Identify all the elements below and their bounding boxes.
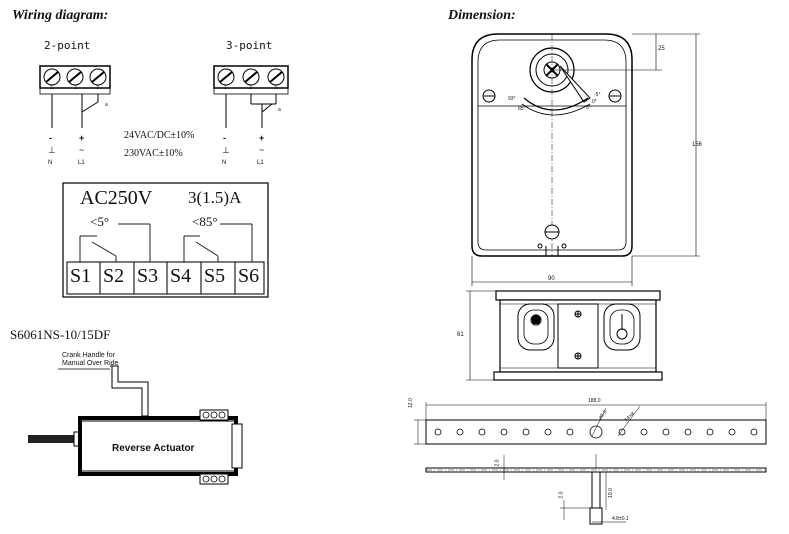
crank-label-line-1: Crank Handle for	[62, 352, 115, 359]
two-point-sign-plus: +	[79, 133, 85, 143]
bracket-stud-width: 4.8±0.1	[612, 516, 629, 522]
dim-depth: 61	[457, 332, 464, 338]
three-point-line-n: N	[222, 160, 227, 166]
three-point-terminal-3: 3	[274, 85, 277, 91]
angle-label-0: 0°	[592, 99, 597, 105]
model-number: S6061NS-10/15DF	[10, 327, 111, 342]
two-point-line-n: N	[48, 160, 53, 166]
terminal-screw-3	[267, 68, 285, 86]
aux-terminal-s5: S5	[204, 265, 226, 287]
terminal-screw-1	[43, 68, 61, 86]
angle-label-93: 93°	[508, 96, 516, 102]
three-point-title: 3-point	[226, 39, 273, 52]
wiring-diagram-header: Wiring diagram:	[12, 8, 109, 23]
bracket-thickness: 2.0	[494, 459, 501, 467]
bracket-length: 188.0	[588, 398, 601, 404]
two-point-terminal-3: 3	[96, 85, 99, 91]
three-point-sign-minus: -	[223, 133, 226, 143]
two-point-title: 2-point	[44, 39, 91, 52]
two-point-ground-symbol: ⊥	[48, 145, 56, 155]
aux-angle-high: <85°	[192, 214, 218, 229]
crank-handle-label: Crank Handle for Manual Over Ride	[62, 352, 118, 368]
three-point-terminal-2: 2	[249, 85, 252, 91]
two-point-sign-minus: -	[49, 133, 52, 143]
terminal-screw-1	[217, 68, 235, 86]
two-point-ac-symbol: ~	[79, 145, 85, 155]
angle-label-minus5: -5°	[594, 92, 601, 98]
three-point-ac-symbol: ~	[259, 145, 265, 155]
three-point-ground-symbol: ⊥	[222, 145, 230, 155]
aux-angle-low: <5°	[90, 214, 110, 229]
reverse-actuator-label: Reverse Actuator	[112, 443, 195, 454]
bracket-stud-gap: 2.0	[558, 491, 565, 499]
two-point-switch-label: a	[105, 102, 108, 108]
aux-terminal-s1: S1	[70, 265, 92, 287]
two-point-terminal-2: 2	[74, 85, 77, 91]
aux-terminal-s3: S3	[137, 265, 159, 287]
terminal-screw-2	[66, 68, 84, 86]
aux-current: 3(1.5)A	[188, 188, 242, 207]
terminal-screw-2	[242, 68, 260, 86]
three-point-switch-label: a	[278, 107, 281, 113]
dim-height: 156	[692, 142, 703, 148]
three-point-sign-plus: +	[259, 133, 265, 143]
aux-terminal-s2: S2	[103, 265, 125, 287]
bracket-stud-length: 19.0	[607, 488, 614, 498]
supply-230vac: 230VAC±10%	[124, 148, 183, 159]
three-point-line-l1: L1	[257, 160, 264, 166]
supply-24vac-dc: 24VAC/DC±10%	[124, 130, 195, 141]
angle-label-85: 85°	[518, 106, 526, 112]
dim-top-offset: 25	[658, 46, 665, 52]
terminal-screw-3	[89, 68, 107, 86]
dim-width: 90	[548, 276, 555, 282]
aux-terminal-s4: S4	[170, 265, 192, 287]
crank-label-line-2: Manual Over Ride	[62, 360, 119, 367]
bracket-height: 12.0	[408, 398, 414, 408]
three-point-terminal-1: 1	[224, 85, 227, 91]
aux-terminal-s6: S6	[238, 265, 260, 287]
dimension-header: Dimension:	[448, 8, 516, 23]
two-point-terminal-1: 1	[50, 85, 53, 91]
angle-label-5: 5°	[586, 105, 591, 111]
two-point-line-l1: L1	[78, 160, 85, 166]
aux-voltage: AC250V	[80, 187, 153, 209]
